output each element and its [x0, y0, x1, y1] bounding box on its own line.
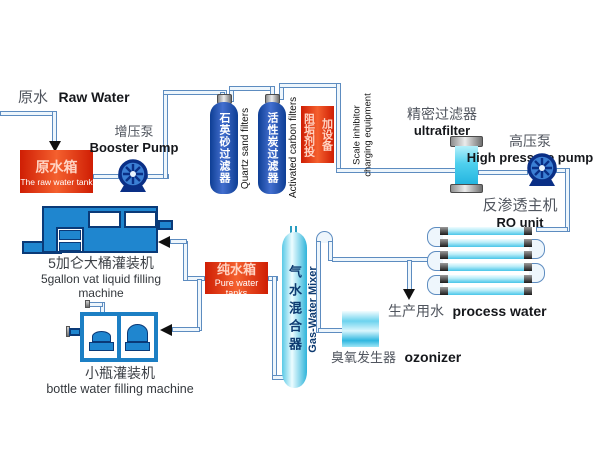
pipe-segment [197, 279, 202, 331]
pipe-segment [229, 86, 275, 91]
raw-water-label-en: Raw Water [58, 89, 130, 105]
booster-pump-label-zh: 增压泵 [114, 124, 154, 139]
raw-water-tank: 原水箱 The raw water tank [20, 150, 93, 193]
mixer-vent-icon [290, 226, 299, 233]
pipe-segment [407, 260, 412, 290]
flow-arrow-into-raw-tank [49, 141, 61, 152]
ozonizer-label-en: ozonizer [404, 349, 462, 365]
ultrafilter-vessel [455, 146, 478, 185]
flow-arrow-process-water [403, 289, 415, 300]
flow-arrow-into-bottle-filler [160, 324, 172, 336]
vat-filler-label: 5加仑大桶灌装机 5gallon vat liquid filling mach… [20, 255, 182, 301]
ro-manifold-right [529, 239, 545, 259]
raw-water-label-zh: 原水 [18, 89, 49, 106]
booster-pump-icon [118, 159, 148, 192]
bottle-filler-label-en: bottle water filling machine [46, 381, 194, 396]
vat-filler-window [124, 211, 157, 228]
pipe-segment [0, 111, 57, 116]
pure-water-tank-label-zh: 纯水箱 [216, 261, 256, 277]
booster-pump-label: 增压泵 Booster Pump [78, 124, 190, 155]
pipe-segment [170, 239, 187, 244]
ro-membrane-tube [440, 287, 532, 295]
bottle-filler-left-base [89, 342, 114, 351]
bottle-filler-left-machine [92, 331, 111, 342]
ultrafilter-label-en: ultrafilter [413, 122, 471, 138]
pipe-segment [163, 90, 227, 95]
ro-membrane-tube [440, 239, 532, 247]
bottle-filler-label: 小瓶灌装机 bottle water filling machine [40, 365, 200, 397]
scale-inhibitor-label-en-line2: charging equipment [362, 93, 374, 177]
pipe-segment [478, 170, 528, 175]
hp-pump-label-zh: 高压泵 [509, 133, 551, 149]
raw-water-tank-label-zh: 原水箱 [35, 158, 78, 175]
pipe-segment [332, 257, 436, 262]
ro-unit-label-en: RO unit [496, 215, 544, 230]
ozonizer-label-zh: 臭氧发生器 [331, 350, 397, 365]
scale-inhibitor-label-en: Scale inhibitor charging equipment [352, 92, 376, 179]
bottle-filler-right-machine [127, 324, 148, 342]
carbon-filter-label-en: Activated carbon filters [288, 96, 299, 198]
ozonizer-label: 臭氧发生器 ozonizer [331, 347, 461, 367]
vat-filler-panel-cell [59, 242, 81, 251]
mixer-label-en: Gas-Water Mixer [307, 266, 319, 353]
carbon-filter-vessel: 活性炭过滤器 [258, 102, 286, 194]
vat-filler-label-zh: 5加仑大桶灌装机 [48, 255, 154, 271]
process-water-label: 生产用水 process water [388, 301, 547, 321]
pipe-segment [328, 241, 333, 261]
vat-filler-outlet [158, 220, 173, 230]
quartz-filter-label-en: Quartz sand filters [240, 107, 251, 190]
carbon-filter-label-zh: 活性炭过滤器 [266, 112, 278, 184]
pipe-segment [316, 231, 333, 243]
ro-membrane-tube [440, 263, 532, 271]
ro-unit-label-zh: 反渗透主机 [482, 197, 558, 214]
scale-inhibitor-label-en-line1: Scale inhibitor [351, 105, 363, 165]
ro-manifold-left [427, 251, 443, 271]
gas-water-mixer-vessel: 气水混合器 [282, 232, 307, 388]
process-water-label-en: process water [452, 303, 547, 319]
flow-arrow-into-vat-filler [158, 236, 170, 248]
pipe-segment [272, 276, 277, 380]
pipe-segment [536, 227, 568, 232]
vat-filler-label-en: 5gallon vat liquid filling machine [40, 271, 162, 301]
ultrafilter-label-zh: 精密过滤器 [407, 106, 477, 122]
ultrafilter-label: 精密过滤器 ultrafilter [392, 106, 492, 138]
ro-manifold-left [427, 275, 443, 295]
scale-inhibitor-label-zh-right: 加设备 [320, 118, 333, 151]
pipe-end-cap [85, 300, 90, 308]
pure-water-tank-label-en: Pure water tanks [214, 277, 259, 298]
pipe-segment [52, 111, 57, 142]
ro-unit-label: 反渗透主机 RO unit [468, 197, 572, 231]
hp-pump-label: 高压泵 High pressure pump [462, 133, 598, 165]
bottle-filler-divider [117, 316, 121, 358]
ozonizer-box [342, 311, 379, 347]
ro-membrane-tube [440, 251, 532, 259]
hp-pump-label-en: High pressure pump [466, 149, 594, 165]
pipe-segment [279, 83, 341, 88]
bottle-filler-right-base [125, 342, 150, 351]
ro-membrane-tube [440, 275, 532, 283]
pure-water-tank: 纯水箱 Pure water tanks [205, 261, 268, 298]
pipe-segment [89, 302, 103, 307]
process-water-label-zh: 生产用水 [388, 303, 444, 319]
pipe-segment [183, 241, 188, 281]
pipe-segment [318, 328, 344, 333]
pipe-segment [172, 327, 200, 332]
raw-water-label: 原水 Raw Water [18, 86, 130, 107]
ro-manifold-right [529, 263, 545, 283]
raw-water-tank-label-en: The raw water tank [20, 176, 93, 187]
scale-inhibitor-label-zh-left: 阻垢剂投 [302, 112, 315, 157]
mixer-label-zh: 气水混合器 [287, 265, 302, 355]
vat-filler-window [88, 211, 121, 228]
booster-pump-label-en: Booster Pump [89, 139, 179, 155]
quartz-filter-vessel: 石英砂过滤器 [210, 102, 238, 194]
pipe-segment [336, 83, 341, 173]
ro-manifold-left [427, 227, 443, 247]
vat-filler-panel-cell [59, 230, 81, 240]
scale-inhibitor-box: 阻垢剂投 加设备 [301, 106, 334, 163]
ultrafilter-bottom-cap [450, 184, 483, 193]
bottle-filler-label-zh: 小瓶灌装机 [85, 365, 155, 381]
ro-membrane-tube [440, 227, 532, 235]
quartz-filter-label-zh: 石英砂过滤器 [218, 112, 230, 184]
high-pressure-pump-icon [527, 153, 557, 186]
